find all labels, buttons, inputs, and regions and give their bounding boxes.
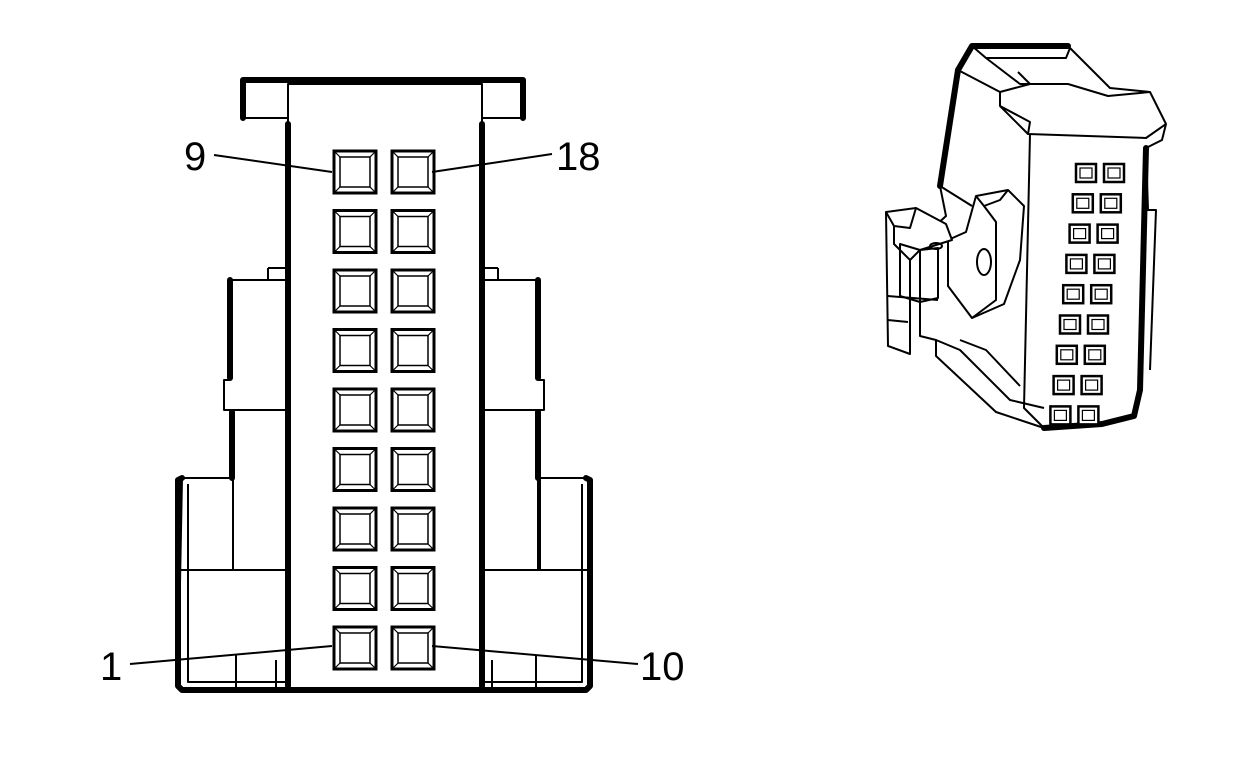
callout-leader-18 bbox=[431, 153, 553, 173]
front-cavity bbox=[332, 387, 378, 433]
iso-cavity bbox=[1068, 223, 1091, 244]
front-cavity bbox=[390, 149, 436, 195]
front-central-tower bbox=[287, 83, 483, 689]
iso-cavity bbox=[1058, 314, 1082, 335]
iso-cavity bbox=[1055, 344, 1079, 366]
front-cavity bbox=[390, 209, 436, 254]
front-cavity bbox=[390, 447, 436, 492]
connector-front-view: 9 18 1 10 bbox=[100, 77, 685, 693]
front-cavity bbox=[390, 566, 436, 611]
front-cavity bbox=[332, 506, 378, 552]
front-cavity-grid bbox=[332, 149, 436, 671]
iso-cavity bbox=[1065, 253, 1088, 275]
connector-iso-view bbox=[885, 43, 1167, 431]
iso-cavity bbox=[1074, 162, 1098, 184]
front-cavity bbox=[332, 566, 378, 611]
callout-leader-1 bbox=[129, 645, 333, 665]
front-cavity bbox=[390, 268, 436, 314]
front-cavity bbox=[390, 506, 436, 552]
front-cavity bbox=[332, 268, 378, 314]
iso-cavity bbox=[1083, 344, 1107, 366]
callout-leader-10 bbox=[431, 645, 639, 665]
callout-leader-9 bbox=[213, 154, 333, 173]
iso-cavity bbox=[1099, 193, 1123, 214]
front-cavity bbox=[390, 625, 436, 671]
front-cavity bbox=[390, 387, 436, 433]
iso-cavity bbox=[1052, 374, 1075, 396]
iso-cavity bbox=[1049, 405, 1072, 426]
pin-label-9: 9 bbox=[184, 135, 206, 179]
front-cavity bbox=[332, 447, 378, 492]
iso-cavity bbox=[1077, 405, 1100, 426]
iso-cavity bbox=[1093, 253, 1116, 275]
iso-cavity bbox=[1080, 374, 1103, 396]
pin-label-18: 18 bbox=[556, 135, 601, 179]
iso-cavity bbox=[1086, 314, 1110, 335]
front-cavity bbox=[332, 328, 378, 373]
pin-label-10: 10 bbox=[640, 645, 685, 689]
iso-cavity bbox=[1102, 162, 1126, 184]
front-cavity bbox=[390, 328, 436, 373]
front-right-wing bbox=[479, 279, 545, 571]
iso-cavity-grid bbox=[1049, 162, 1126, 426]
iso-cavity bbox=[1096, 223, 1119, 244]
pin-label-1: 1 bbox=[100, 645, 122, 689]
front-cavity bbox=[332, 625, 378, 671]
iso-cavity bbox=[1071, 193, 1095, 214]
front-cavity bbox=[332, 149, 378, 195]
front-cavity bbox=[332, 209, 378, 254]
iso-cavity bbox=[1089, 283, 1113, 305]
iso-cavity bbox=[1061, 283, 1085, 305]
